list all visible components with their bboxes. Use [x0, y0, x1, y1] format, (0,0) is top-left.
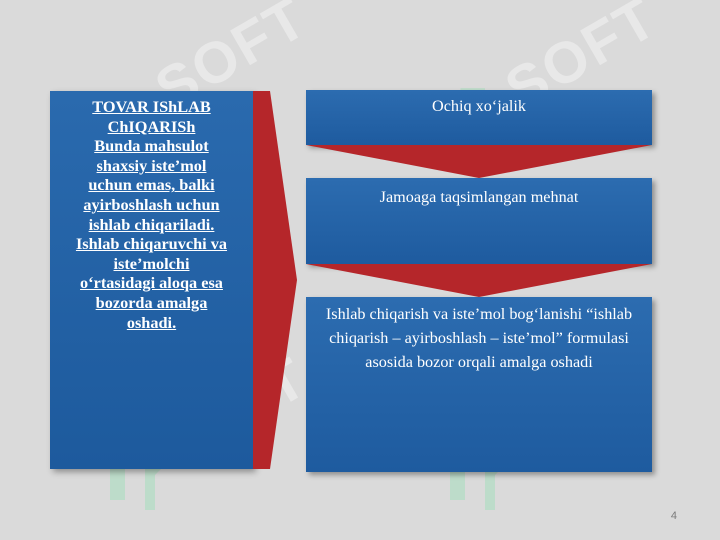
panel-line: uchun emas, balki — [88, 175, 215, 195]
page-number: 4 — [670, 510, 677, 522]
panel-line: o‘rtasidagi aloqa esa — [80, 273, 223, 293]
chevron-right-arrow — [253, 91, 297, 469]
panel-line: shaxsiy iste’mol — [96, 155, 207, 175]
panel-line: iste’molchi — [113, 253, 190, 273]
panel-line: Bunda mahsulot — [94, 136, 209, 156]
step-box-open-economy: Ochiq xo‘jalik — [306, 90, 652, 145]
panel-line: Ishlab chiqaruvchi va — [75, 234, 228, 254]
panel-line: ayirboshlash uchun — [83, 194, 220, 214]
step-box-market-link: Ishlab chiqarish va iste’mol bog‘lanishi… — [306, 297, 652, 472]
step-box-division-of-labor: Jamoaga taqsimlangan mehnat — [306, 178, 652, 264]
step-box-label: Ochiq xo‘jalik — [432, 97, 526, 115]
down-arrow — [306, 264, 652, 297]
step-box-label: Ishlab chiqarish va iste’mol bog‘lanishi… — [325, 305, 633, 371]
panel-line: ChIQARISh — [107, 116, 196, 136]
panel-line: oshadi. — [126, 312, 177, 332]
panel-line: TOVAR IShLAB — [92, 97, 211, 116]
panel-line: ishlab chiqariladi. — [88, 214, 215, 234]
down-arrow — [306, 145, 652, 178]
panel-line: bozorda amalga — [95, 292, 208, 312]
definition-panel: TOVAR IShLAB ChIQARISh Bunda mahsulot sh… — [50, 91, 253, 469]
step-box-label: Jamoaga taqsimlangan mehnat — [379, 188, 579, 206]
